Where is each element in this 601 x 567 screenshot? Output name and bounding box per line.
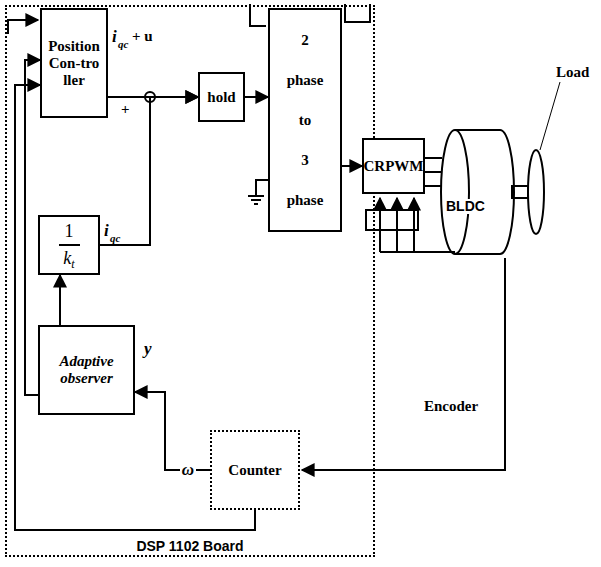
signal-label: y: [144, 340, 152, 359]
signal-connector: [100, 97, 198, 245]
signal-label: Load: [556, 64, 589, 81]
transform-box: 2 phase to 3 phase: [268, 8, 342, 232]
phase-wire: [425, 185, 441, 187]
load-disc: [528, 150, 544, 234]
sense-arrow: [396, 198, 398, 252]
sense-wire: [380, 251, 455, 253]
sense-arrow: [413, 198, 415, 252]
node-text: DSP 1102 Board: [136, 538, 243, 554]
signal-connector: [245, 96, 268, 98]
edge-label: ω: [180, 461, 196, 480]
inverter-box: CRPWM: [362, 138, 425, 194]
ground-symbol: [248, 195, 264, 197]
signal-label: qc: [110, 232, 120, 244]
signal-label: +: [121, 101, 130, 118]
node-text: Counter: [228, 462, 281, 479]
sense-arrow: [379, 198, 381, 252]
observer-box: Adaptive observer: [38, 325, 135, 415]
denominator: kt: [63, 248, 74, 269]
phase-wire: [425, 171, 441, 173]
counter-box: Counter: [210, 430, 300, 510]
ground-symbol: [251, 199, 261, 201]
motor-body: [455, 253, 500, 255]
gain-block: 1kt: [38, 215, 100, 275]
hold-box: hold: [198, 72, 245, 122]
symbol: k: [63, 248, 71, 268]
node-text: Position Con-tro ller: [45, 38, 103, 89]
motor-body: [455, 129, 500, 131]
signal-connector: [135, 392, 210, 470]
controller-box: Position Con-tro ller: [40, 8, 108, 118]
signal-label: Encoder: [424, 398, 478, 415]
encoder-wire: [302, 258, 505, 470]
signal-label: BLDC: [446, 199, 485, 214]
signal-label: i: [104, 222, 109, 241]
phase-wire: [425, 157, 442, 159]
node-text: Adaptive observer: [43, 353, 130, 387]
ground-wire: [256, 180, 268, 196]
node-text: hold: [207, 89, 235, 106]
ground-symbol: [254, 203, 258, 205]
signal-label: + u: [132, 28, 153, 45]
subscript: t: [71, 257, 74, 271]
node-text: 2 phase to 3 phase: [273, 20, 337, 220]
signal-connector: [59, 275, 61, 325]
leader-line: [540, 82, 560, 150]
signal-connector: [342, 165, 362, 167]
node-text: CRPWM: [364, 158, 424, 175]
signal-label: qc: [118, 38, 128, 50]
input-arrow: [8, 20, 38, 34]
motor-end: [441, 130, 469, 254]
signal-label: i: [112, 28, 117, 47]
numerator: 1: [59, 221, 80, 246]
bracket-line: [250, 4, 266, 26]
motor-shaft: [512, 186, 528, 198]
